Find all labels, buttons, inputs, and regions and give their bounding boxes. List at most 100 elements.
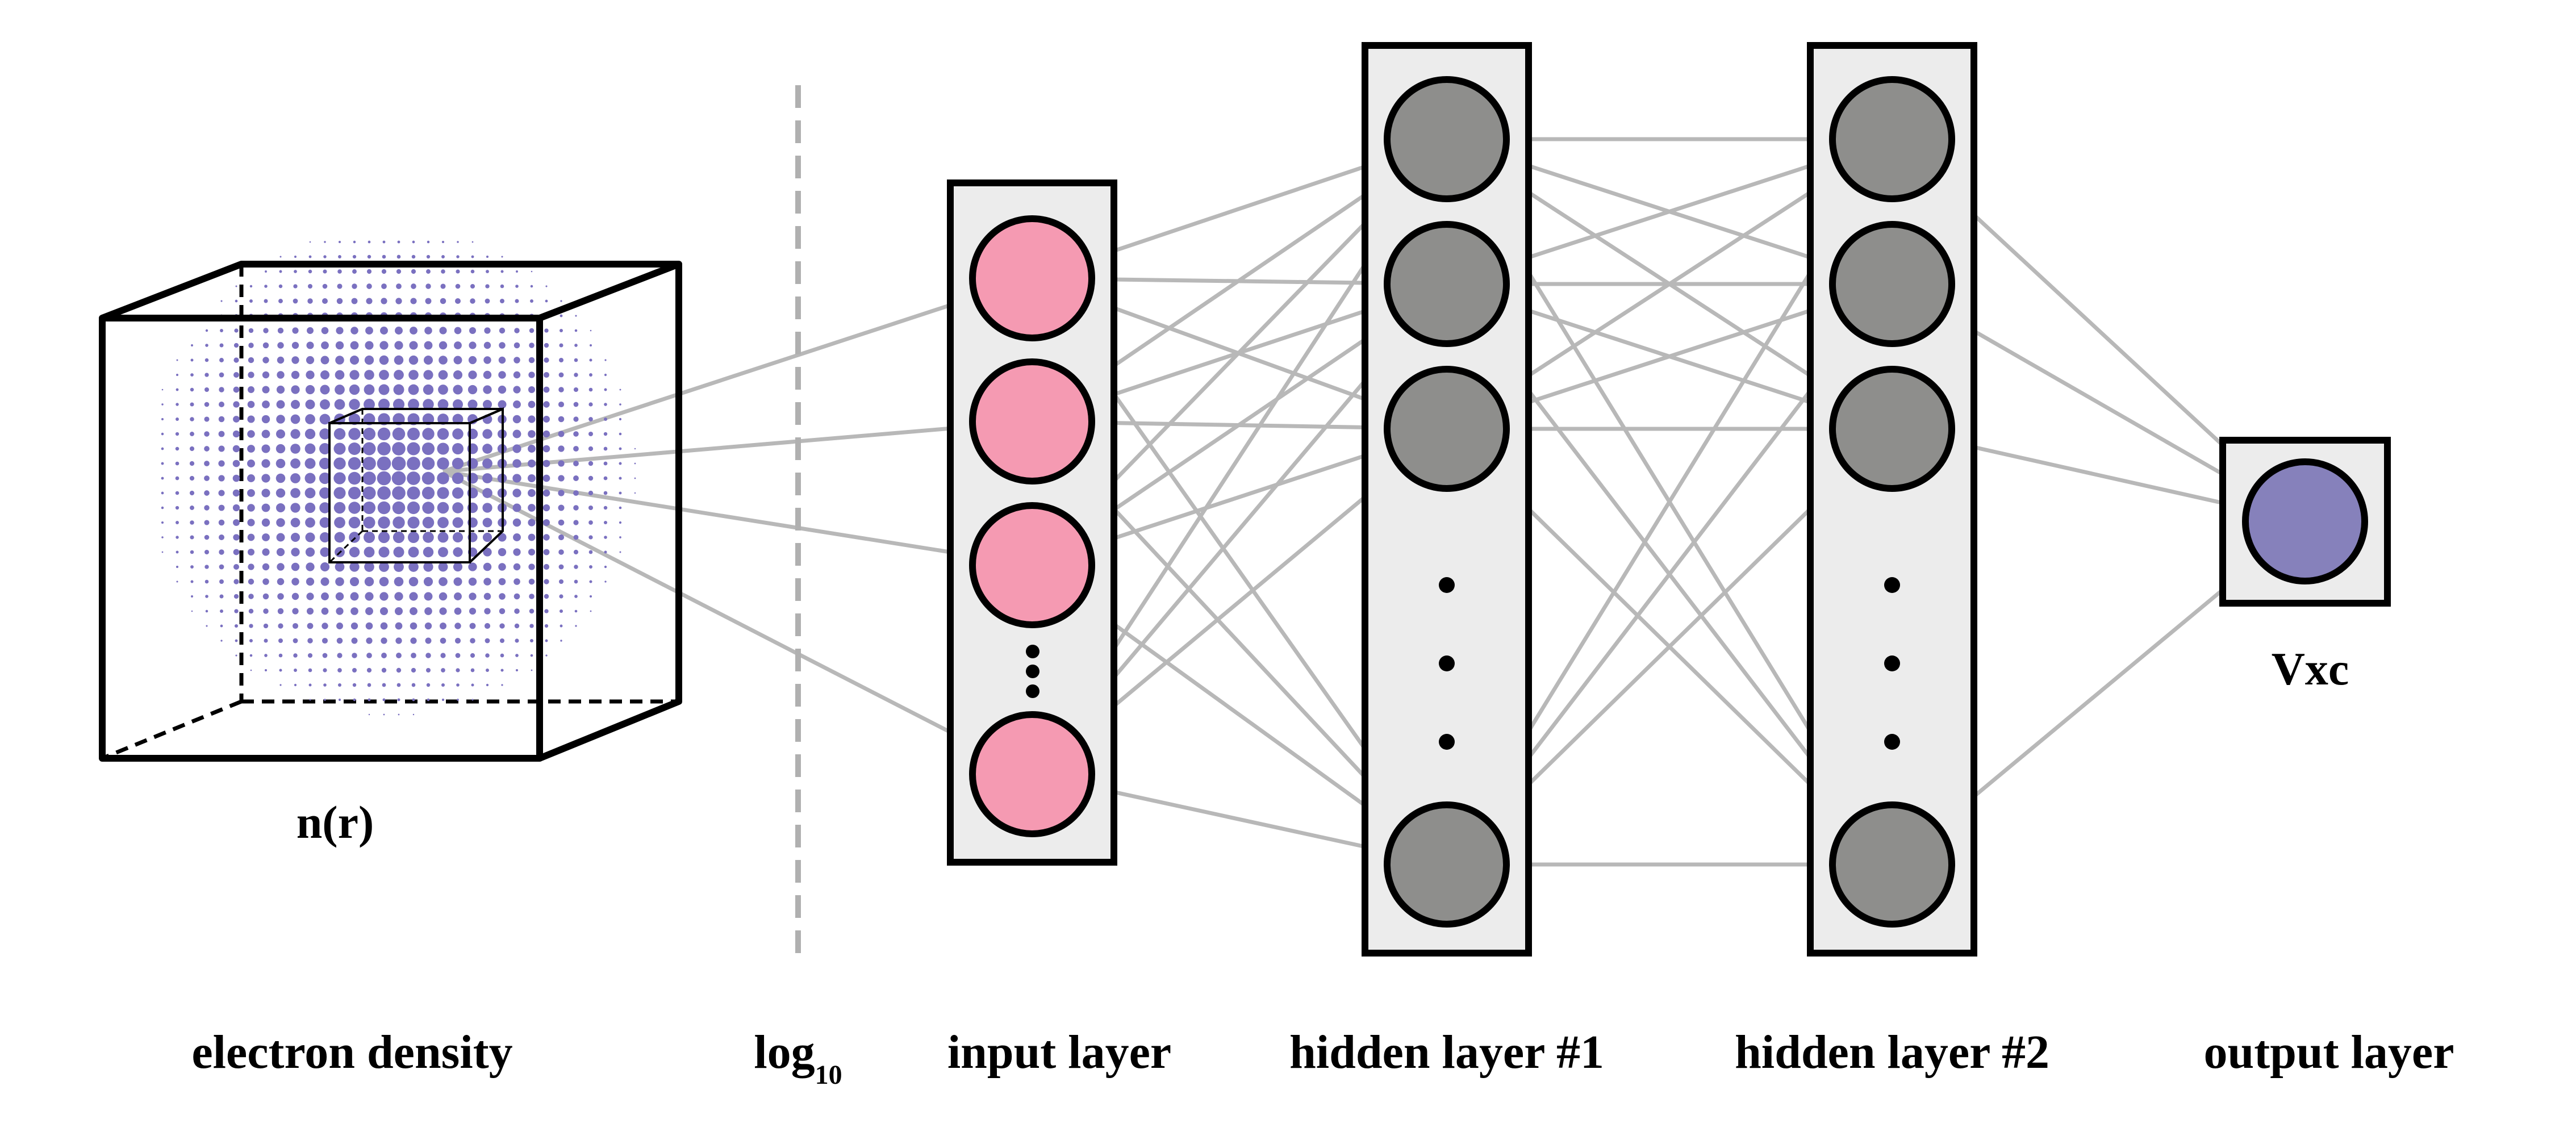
density-dot <box>335 577 344 586</box>
density-dot <box>469 623 476 629</box>
log-subscript-text: 10 <box>815 1060 842 1090</box>
density-dot <box>530 285 533 288</box>
density-dot <box>309 699 311 701</box>
density-dot <box>454 341 462 349</box>
density-dot <box>291 385 300 394</box>
density-dot <box>176 373 179 377</box>
density-dot <box>393 398 405 411</box>
density-dot <box>262 371 270 379</box>
density-dot <box>483 385 492 394</box>
density-dot <box>514 328 520 333</box>
density-dot <box>603 520 608 525</box>
electron-density-dots <box>161 240 636 716</box>
density-dot <box>250 669 252 671</box>
density-dot <box>452 457 464 470</box>
density-dot <box>512 415 521 424</box>
density-dot <box>424 341 433 350</box>
output-symbol-label: Vxc <box>2272 643 2349 695</box>
density-dot <box>437 442 449 455</box>
density-dot <box>454 327 462 335</box>
density-dot <box>512 488 521 498</box>
density-dot <box>634 477 636 479</box>
density-dot <box>513 533 521 541</box>
density-dot <box>468 562 477 571</box>
density-dot <box>619 551 621 553</box>
density-dot <box>542 474 550 482</box>
density-dot <box>364 370 374 380</box>
density-dot <box>423 546 434 558</box>
density-dot <box>249 639 253 642</box>
density-dot <box>423 384 434 395</box>
density-dot <box>218 431 225 437</box>
density-dot <box>366 269 372 274</box>
cube-hidden-edge <box>101 699 243 761</box>
density-dot <box>248 371 254 378</box>
density-dot <box>482 503 492 513</box>
density-dot <box>411 283 416 289</box>
density-dot <box>290 429 300 439</box>
density-dot <box>247 445 255 453</box>
density-dot <box>470 653 475 658</box>
density-dot <box>161 417 164 421</box>
density-dot <box>515 669 519 672</box>
density-dot <box>558 549 564 555</box>
density-dot <box>411 653 416 658</box>
density-dot <box>528 386 536 394</box>
density-dot <box>335 385 345 395</box>
density-dot <box>352 653 357 658</box>
density-dot <box>573 461 579 466</box>
inner-voxel-cube <box>328 407 504 563</box>
density-dot <box>204 534 210 540</box>
density-dot <box>470 638 475 644</box>
density-dot <box>382 254 386 259</box>
density-dot <box>319 487 331 499</box>
density-dot <box>427 240 430 244</box>
cube-right-face <box>538 264 682 762</box>
density-dot <box>499 342 506 349</box>
density-dot <box>320 547 330 557</box>
density-dot <box>500 653 504 658</box>
density-dot <box>320 399 330 410</box>
density-dot <box>529 328 535 333</box>
density-dot <box>529 594 535 599</box>
density-dot <box>437 472 449 485</box>
density-dot <box>319 457 331 470</box>
electron-density-label: electron density <box>191 1026 512 1079</box>
density-dot <box>220 329 223 332</box>
density-dot <box>378 398 390 411</box>
density-dot <box>574 565 578 569</box>
density-dot <box>528 578 535 585</box>
density-dot <box>218 490 225 496</box>
density-dot <box>290 532 300 542</box>
density-dot <box>276 548 285 557</box>
density-dot <box>161 447 164 450</box>
density-dot <box>501 684 503 686</box>
density-dot <box>573 520 579 525</box>
density-dot <box>248 608 254 614</box>
density-dot <box>408 399 419 410</box>
density-dot <box>619 447 622 450</box>
density-dot <box>321 607 329 615</box>
density-dot <box>410 622 417 630</box>
density-dot <box>471 255 474 258</box>
density-dot <box>304 487 316 499</box>
density-dot <box>233 372 239 378</box>
density-dot <box>574 344 578 347</box>
density-dot <box>176 565 179 569</box>
density-dot <box>381 667 387 673</box>
density-dot <box>378 531 390 544</box>
density-dot <box>437 428 449 440</box>
density-dot <box>439 356 448 365</box>
density-dot <box>426 269 431 274</box>
density-dot <box>543 401 550 408</box>
density-dot <box>543 416 550 423</box>
density-dot <box>305 517 315 528</box>
hidden-layer-1-node <box>1384 76 1510 202</box>
density-dot <box>394 341 403 350</box>
density-dot <box>205 344 208 347</box>
density-dot <box>396 283 402 289</box>
density-dot <box>275 473 286 483</box>
hidden-layer-1-node <box>1384 366 1510 492</box>
density-dot <box>235 299 238 303</box>
density-dot <box>440 298 446 304</box>
